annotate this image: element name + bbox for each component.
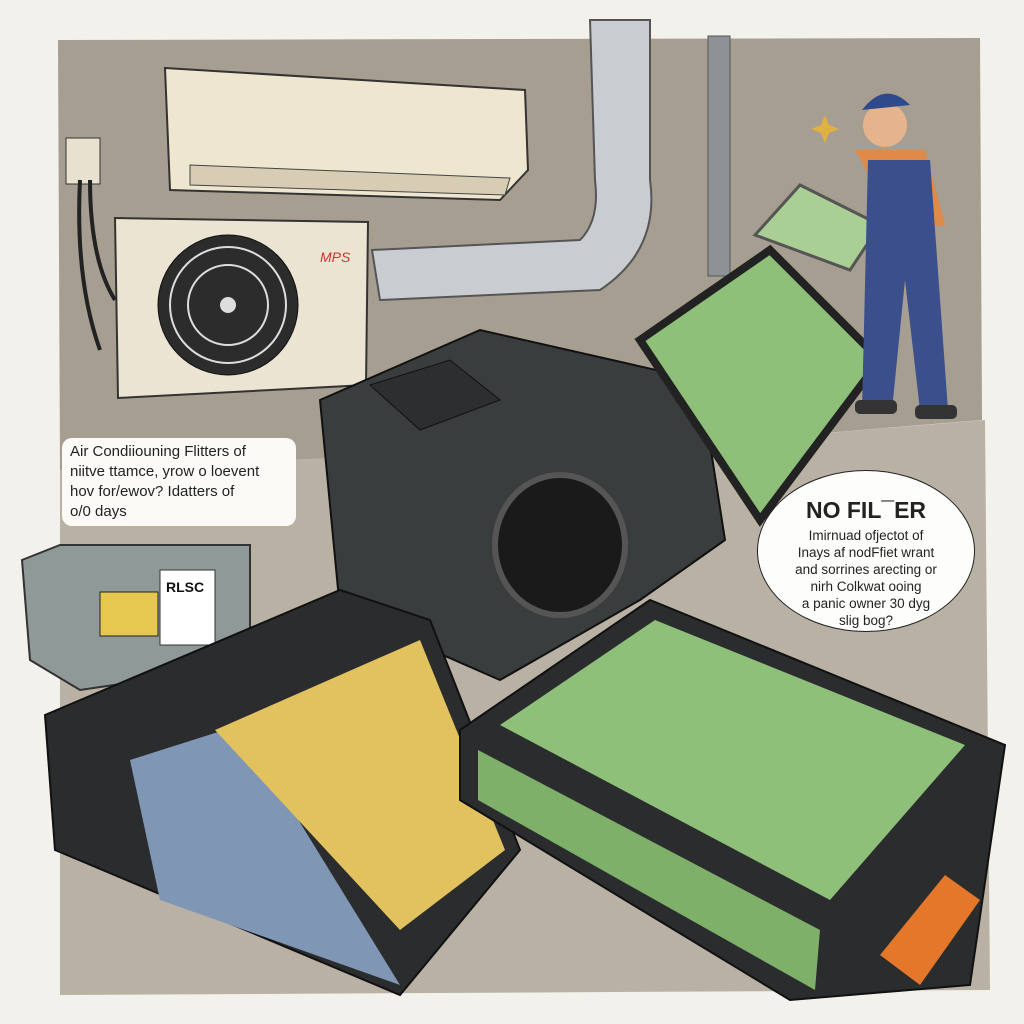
bubble-line: a panic owner 30 dyg: [801, 596, 931, 611]
outdoor-unit-brand: MPS: [320, 249, 351, 265]
orange-tag: [880, 875, 980, 985]
electrical-box: [65, 137, 101, 185]
callout-line: Air Condiiouning Flitters of: [70, 443, 246, 460]
green-filter-media: [500, 620, 965, 900]
speech-bubble: NO FIL¯ER Imirnuad ofjectot of Inays af …: [757, 470, 975, 632]
technician: [855, 93, 957, 419]
yellow-filter-media: [215, 640, 505, 930]
label-card: [159, 569, 216, 646]
callout-line: o/0 days: [70, 503, 127, 520]
blue-filter-media: [130, 725, 400, 985]
filter-cassette-left: [43, 588, 522, 997]
wall-pipe: [707, 35, 731, 277]
indoor-ac-unit: [163, 66, 530, 202]
bubble-line: Inays af nodFfiet wrant: [797, 545, 935, 560]
air-handler-unit: [318, 328, 727, 682]
bubble-line: nirh Colkwat ooing: [810, 579, 922, 594]
outdoor-ac-unit: MPS: [113, 216, 370, 400]
bubble-title: NO FIL¯ER: [805, 497, 927, 523]
left-callout: Air Condiiouning Flitters of niitve ttam…: [62, 438, 296, 526]
bubble-line: Imirnuad ofjectot of: [808, 528, 924, 543]
flex-duct: [370, 19, 653, 302]
battery-label: RLSC: [166, 579, 204, 595]
cables: [77, 179, 117, 351]
filter-cassette-right: [459, 598, 1007, 1002]
callout-line: hov for/ewov? Idatters of: [70, 483, 235, 500]
bubble-line: slig bog?: [838, 613, 894, 628]
callout-line: niitve ttamce, yrow o loevent: [70, 463, 260, 480]
intake-port: [492, 472, 628, 618]
warning-sticker: [99, 591, 159, 637]
bubble-line: and sorrines arecting or: [795, 562, 937, 577]
sparkle-icon: [811, 115, 839, 143]
